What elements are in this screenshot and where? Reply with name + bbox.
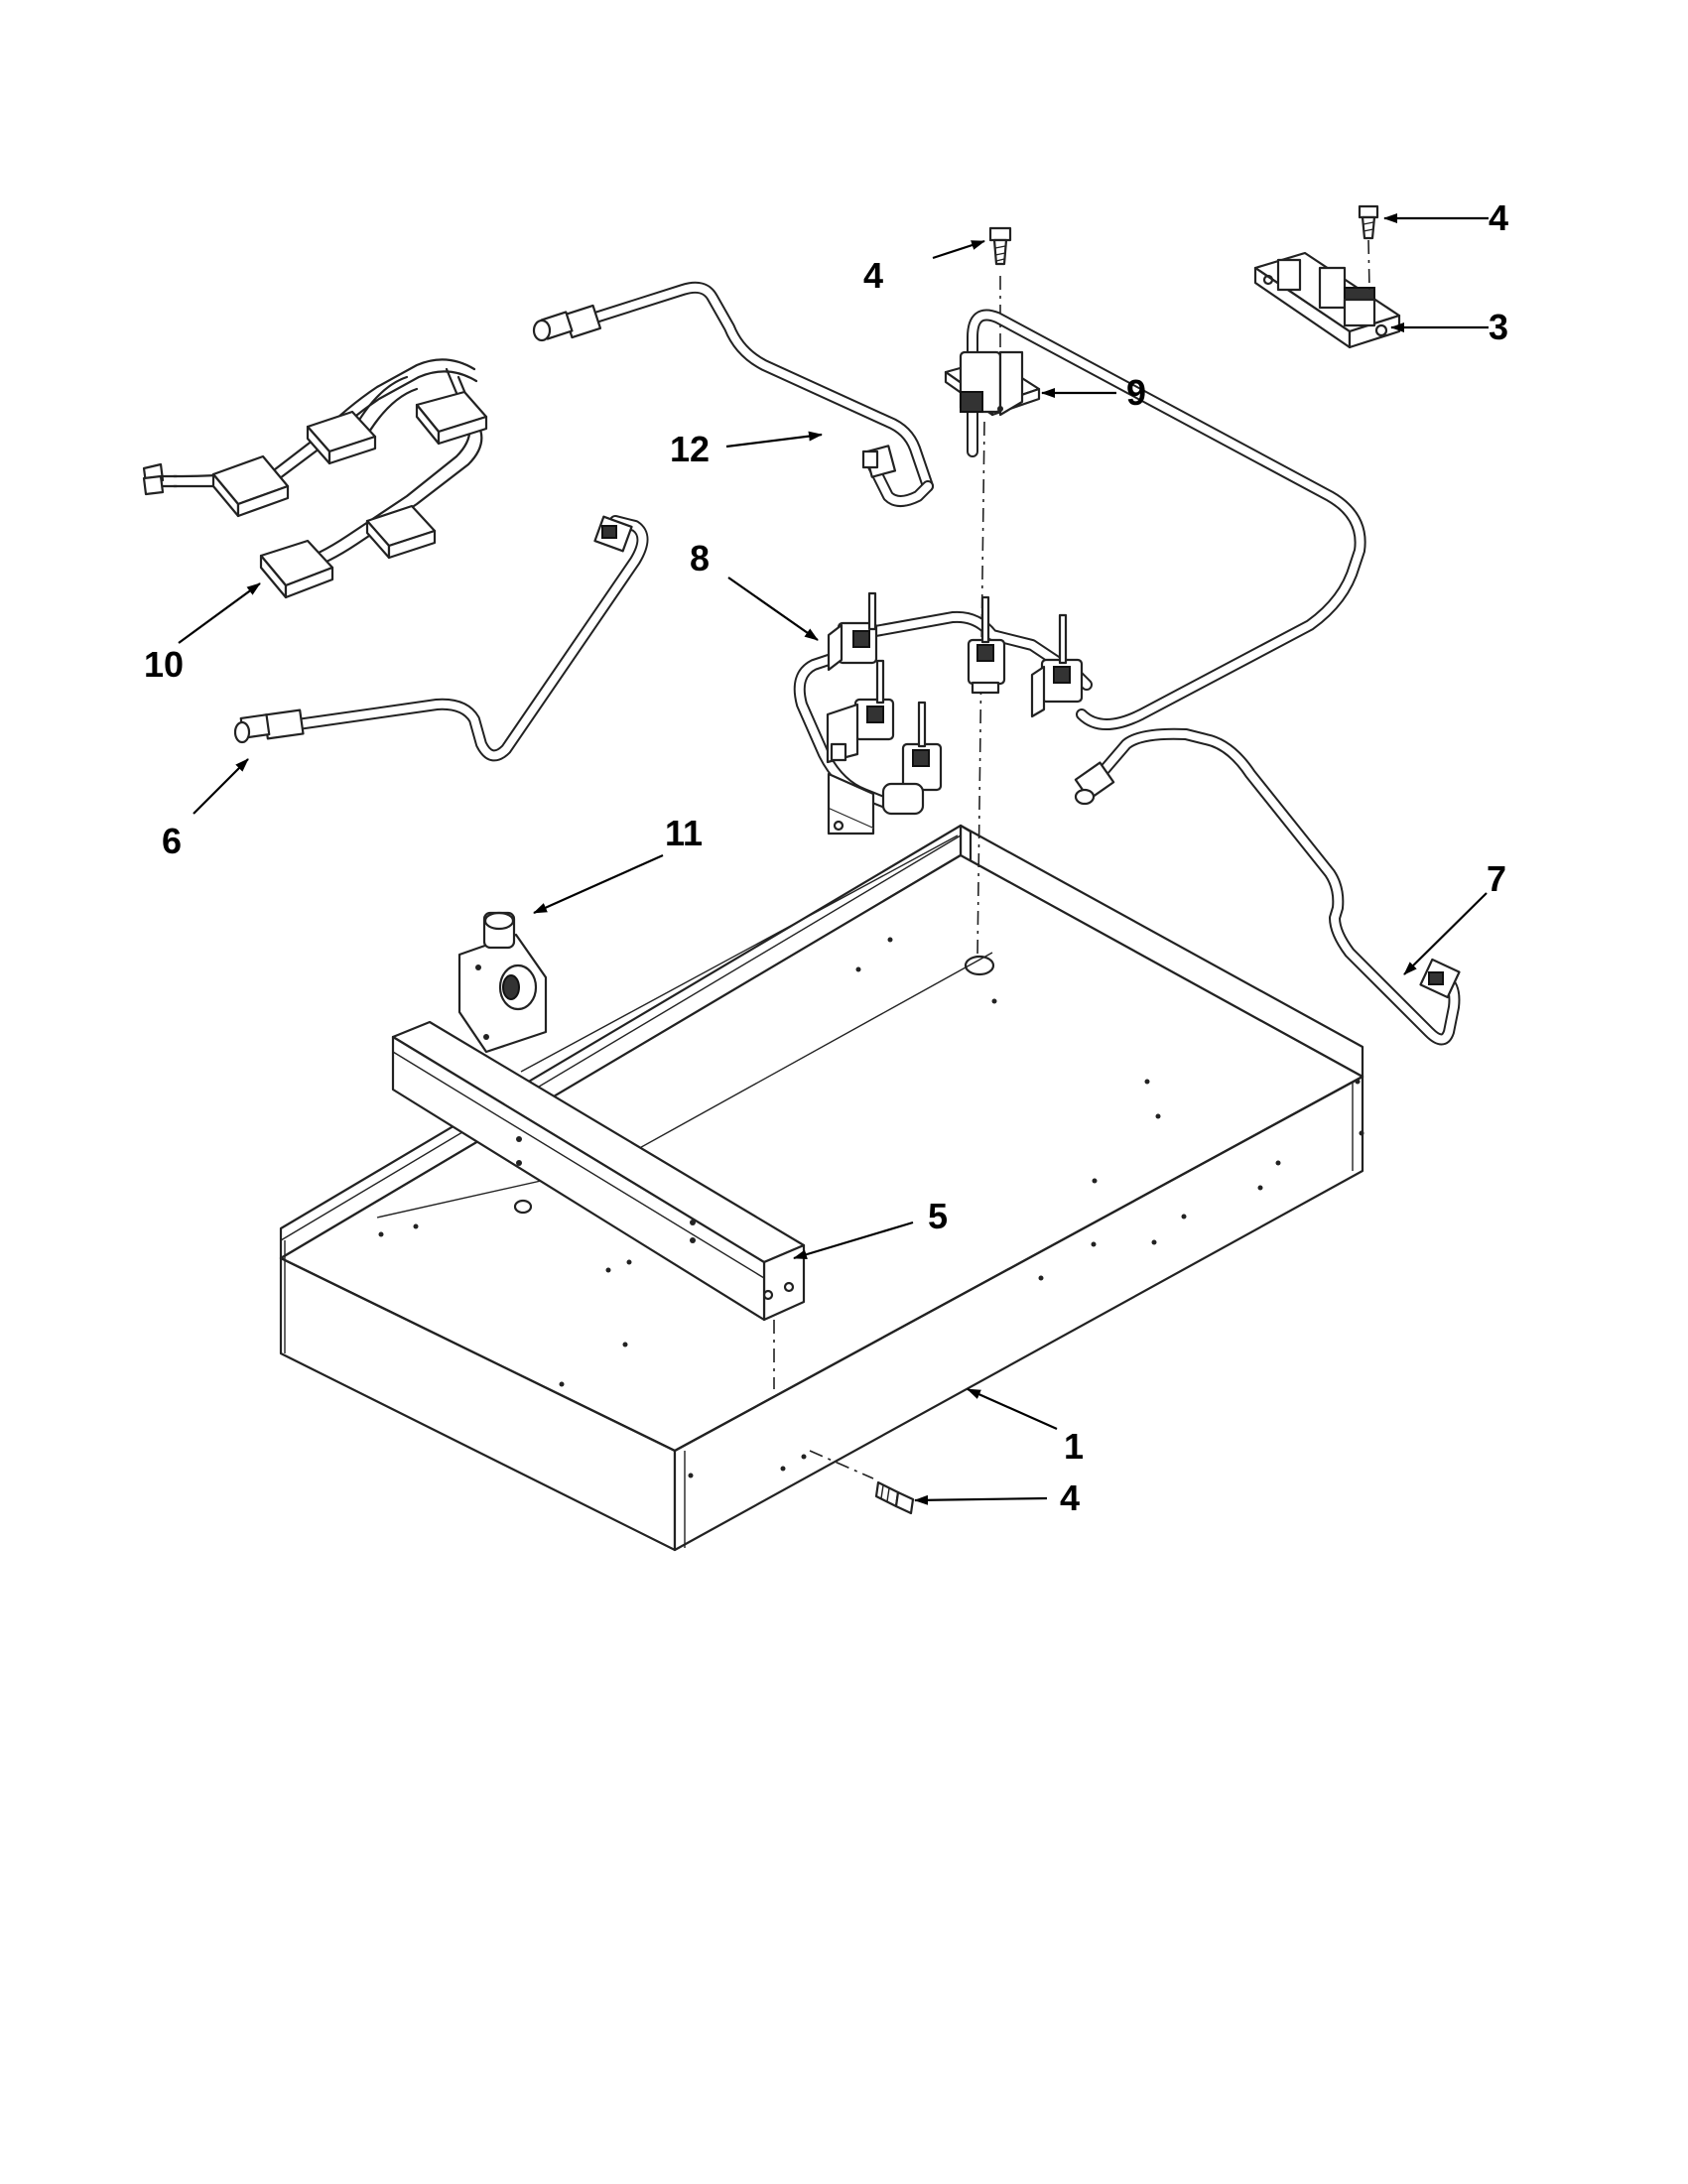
leader-4-bottom xyxy=(914,1494,1048,1505)
gas-tube-right xyxy=(1074,727,1461,1046)
screw-top-center xyxy=(988,226,1012,266)
crossbar-bracket xyxy=(391,1020,806,1389)
callout-4-top-center: 4 xyxy=(863,255,883,296)
leader-11 xyxy=(533,853,664,915)
valve-manifold xyxy=(793,591,1093,835)
leader-8 xyxy=(727,577,819,641)
gas-tube-upper xyxy=(532,281,934,507)
leader-6 xyxy=(193,758,249,815)
callout-12: 12 xyxy=(670,429,710,469)
leader-10 xyxy=(178,582,261,644)
screw-top-right xyxy=(1358,204,1379,291)
callout-labels: 4 4 3 12 9 8 10 6 11 7 5 1 4 xyxy=(144,197,1508,1518)
regulator-valve xyxy=(457,911,548,1054)
callout-1: 1 xyxy=(1064,1426,1084,1467)
spark-module xyxy=(1253,251,1401,349)
wire-harness xyxy=(142,358,488,599)
callout-3: 3 xyxy=(1489,307,1508,347)
callout-4-bottom: 4 xyxy=(1060,1477,1080,1518)
screw-bottom xyxy=(809,1450,915,1515)
callout-5: 5 xyxy=(928,1196,948,1236)
leader-5 xyxy=(793,1220,914,1260)
callout-7: 7 xyxy=(1487,858,1506,899)
gas-tube-main xyxy=(959,309,1366,730)
burner-box xyxy=(279,824,1364,1552)
leader-12 xyxy=(725,431,823,449)
callout-6: 6 xyxy=(162,821,182,861)
leader-1 xyxy=(967,1387,1058,1431)
callout-11: 11 xyxy=(665,813,703,853)
gas-tube-left xyxy=(233,515,649,762)
callout-9: 9 xyxy=(1126,372,1146,413)
callout-4-top-right: 4 xyxy=(1489,197,1508,238)
callout-10: 10 xyxy=(144,644,184,685)
leader-7 xyxy=(1403,892,1488,975)
leader-arrows xyxy=(178,213,1489,1505)
leader-4-top-center xyxy=(932,239,985,260)
callout-8: 8 xyxy=(690,538,710,578)
